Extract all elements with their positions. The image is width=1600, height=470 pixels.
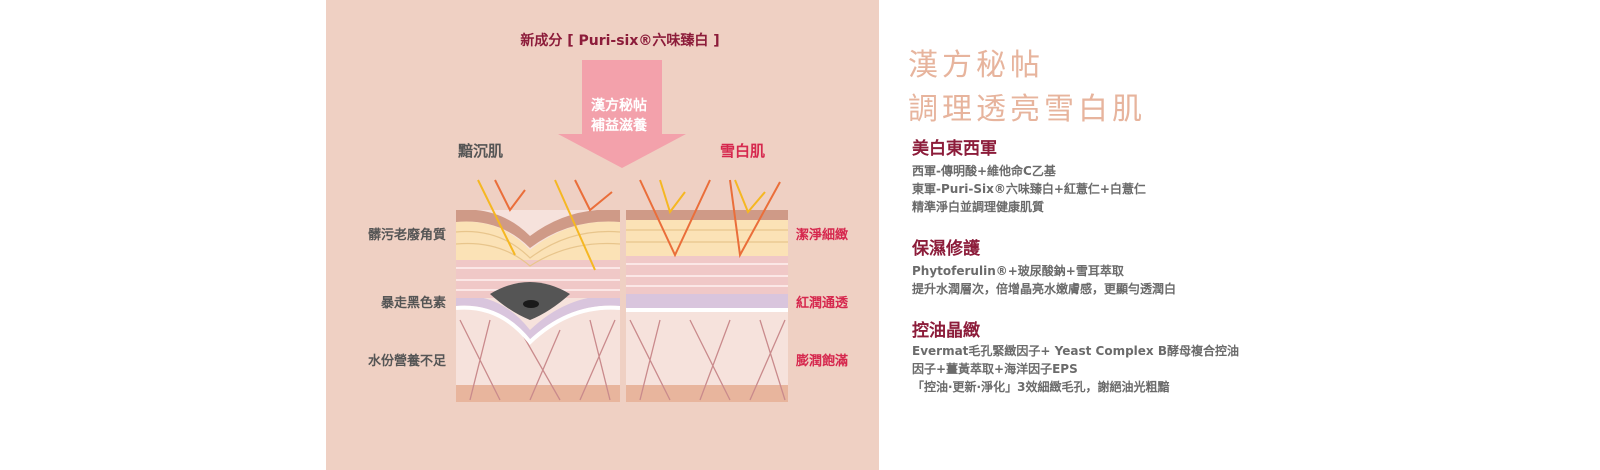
section-heading-whitening: 美白東西軍 [912, 139, 997, 159]
right-label-3: 膨潤飽滿 [796, 354, 849, 369]
section-line: Phytoferulin®+玻尿酸鈉+雪耳萃取 [912, 264, 1124, 278]
section-line: 東軍-Puri-Six®六味臻白+紅薏仁+白薏仁 [912, 182, 1146, 196]
after-label: 雪白肌 [720, 142, 766, 160]
right-label-2: 紅潤通透 [796, 296, 849, 311]
section-line: Evermat毛孔緊緻因子+ Yeast Complex B酵母複合控油 [912, 344, 1239, 358]
downward-arrow [558, 60, 686, 168]
arrow-text-line-2: 補益滋養 [591, 118, 647, 134]
title-line-2: 調理透亮雪白肌 [908, 92, 1146, 127]
left-label-3: 水份營養不足 [367, 354, 446, 369]
right-label-1: 潔淨細緻 [796, 228, 849, 243]
section-line: 因子+薑黃萃取+海洋因子EPS [912, 362, 1078, 376]
bright-skin-block [626, 210, 788, 402]
arrow-text: 漢方秘帖 補益滋養 [570, 96, 668, 136]
section-body-moisture: Phytoferulin®+玻尿酸鈉+雪耳萃取 提升水潤層次，倍增晶亮水嫩膚感，… [912, 262, 1176, 298]
section-line: 精準淨白並調理健康肌質 [912, 200, 1045, 214]
section-body-oil-control: Evermat毛孔緊緻因子+ Yeast Complex B酵母複合控油 因子+… [912, 342, 1239, 396]
arrow-text-line-1: 漢方秘帖 [591, 98, 647, 114]
section-heading-moisture: 保濕修護 [912, 239, 980, 259]
left-label-2: 暴走黑色素 [380, 296, 446, 311]
section-line: 西軍-傳明酸+維他命C乙基 [912, 164, 1056, 178]
title-line-1: 漢方秘帖 [908, 48, 1044, 83]
ingredient-label: 新成分 [ Puri-six®六味臻白 ] [520, 33, 720, 49]
section-body-whitening: 西軍-傳明酸+維他命C乙基 東軍-Puri-Six®六味臻白+紅薏仁+白薏仁 精… [912, 162, 1146, 216]
left-label-1: 髒污老廢角質 [367, 228, 446, 243]
before-label: 黯沉肌 [458, 142, 504, 160]
section-heading-oil-control: 控油晶緻 [912, 321, 980, 341]
section-line: 提升水潤層次，倍增晶亮水嫩膚感，更顯勻透潤白 [912, 282, 1177, 296]
section-line: 「控油·更新·淨化」3效細緻毛孔，謝絕油光粗黯 [912, 380, 1170, 394]
dull-skin-block [456, 210, 620, 402]
